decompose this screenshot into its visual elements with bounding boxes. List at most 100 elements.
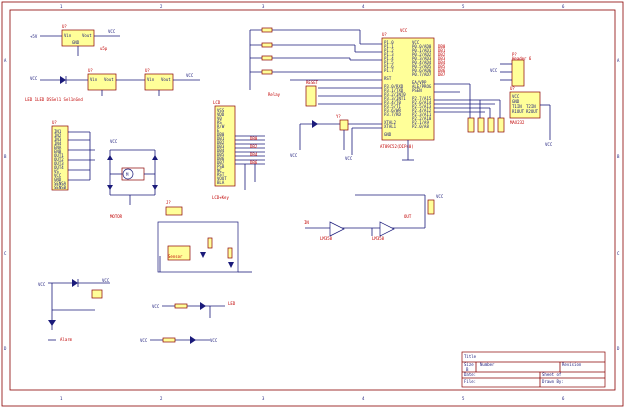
- lcd-pin-5: E: [217, 128, 220, 133]
- lcd-pin-11: DB5: [217, 152, 225, 157]
- max232-body: [509, 91, 541, 119]
- driver-pin-1: IN2: [54, 133, 62, 138]
- driver-pin-0: IN1: [54, 129, 62, 134]
- max232-pin-1: GND: [512, 99, 520, 104]
- mcu-rpin-12: P2.7/A15: [412, 96, 432, 101]
- reset-diode-icon: [312, 120, 318, 128]
- opamp-2-label: LM358: [372, 236, 385, 241]
- opamp-pot: [427, 199, 435, 215]
- row-marker-c-right: C: [617, 251, 620, 256]
- lcd-pin-16: RST: [217, 172, 225, 177]
- mcu-lpin-22: GND: [384, 132, 392, 137]
- mcu-rpin-2: P0.1/AD1: [412, 48, 432, 53]
- sensor-board: J? Sensor: [157, 200, 252, 273]
- input-resistors-caption: Relay: [268, 92, 281, 97]
- lcd-pin-0: VSS: [217, 108, 225, 113]
- opamp-section: LM358 LM358 IN OUT VCC: [304, 194, 444, 241]
- power-regulator-u3: U? Vin Vout VCC: [101, 68, 200, 96]
- mcu-lpin-3: P1.3: [384, 52, 394, 57]
- reset-xtal-circuit: RESET Y? VCC VCC: [290, 80, 382, 161]
- mcu-rpin-4: P0.3/AD3: [412, 56, 432, 61]
- alarm-vcc: VCC: [38, 282, 46, 287]
- number-label: Number: [480, 362, 495, 367]
- driver-pin-12: GND: [54, 177, 62, 182]
- mcu-lpin-14: P3.3/INT1: [384, 96, 406, 101]
- max232-pin-2: T1IN: [512, 104, 522, 109]
- sensor-caption: Sensor: [168, 254, 183, 259]
- led1-resistor: [174, 303, 188, 309]
- regulator-u3-pin-vout: Vout: [161, 77, 171, 82]
- mcu-vcc: VCC: [400, 28, 408, 33]
- sensor-resistor-2: [227, 247, 233, 259]
- xtal-vcc: VCC: [345, 156, 353, 161]
- title-label: Title: [464, 354, 477, 359]
- regulator-u1-out-label: VCC: [108, 29, 116, 34]
- regulator-u1-pin-vin: Vin: [64, 33, 72, 38]
- mcu-lpin-11: P3.0/RXD: [384, 84, 404, 89]
- row-marker-a-right: A: [617, 58, 620, 63]
- bridge-diode-2-icon: [152, 155, 158, 160]
- led1-icon: [200, 302, 206, 310]
- cap-c3: [487, 117, 495, 133]
- input-resistors: Relay: [249, 27, 360, 97]
- mcu-lpin-7: P1.7: [384, 68, 394, 73]
- sensor-resistor-1: [207, 237, 213, 249]
- led2-vcc: VCC: [140, 338, 148, 343]
- row-marker-b-right: B: [617, 154, 620, 159]
- mcu-rpin-1: P0.0/AD0: [412, 44, 432, 49]
- driver-pin-4: ENA: [54, 145, 62, 150]
- mcu-rpin-6: P0.5/AD5: [412, 64, 432, 69]
- lcd-pin-1: VDD: [217, 112, 225, 117]
- motor-vcc: VCC: [110, 139, 118, 144]
- driver-pin-8: OUT3: [54, 161, 64, 166]
- regulator-u1-ref: U?: [62, 24, 67, 29]
- col-marker-5-bottom: 5: [462, 396, 465, 401]
- regulator-u3-ref: U?: [145, 68, 150, 73]
- driver-pin-11: VCC: [54, 173, 62, 178]
- driver-pin-6: OUT1: [54, 153, 64, 158]
- mcu-rpin-10: ALE/PROG: [412, 84, 432, 89]
- size-value: B: [466, 367, 469, 372]
- title-block: Title Size B Number Revision Date: Sheet…: [461, 351, 606, 388]
- mcu-rpin-19: P2.0/A8: [412, 124, 429, 129]
- resistor-3: [261, 55, 273, 61]
- mcu-rpin-16: P2.3/A11: [412, 112, 432, 117]
- alarm-diode-icon: [72, 279, 78, 287]
- mcu-lpin-4: P1.4: [384, 56, 394, 61]
- drawn-label: Drawn By:: [542, 379, 564, 384]
- sensor-connector: [165, 206, 183, 216]
- regulator-u2-pin-vin: Vin: [90, 77, 98, 82]
- alarm-led-icon: [48, 320, 56, 326]
- regulator-u2-ref: U?: [88, 68, 93, 73]
- lcd-pin-3: RS: [217, 120, 222, 125]
- header-p1: P? Header 6 VCC: [490, 52, 532, 87]
- mcu-lpin-15: P3.4/T0: [384, 100, 401, 105]
- lcd-pin-18: BLA: [217, 180, 225, 185]
- mcu-rpin-15: P2.4/A12: [412, 108, 432, 113]
- opamp-out-caption: OUT: [404, 214, 412, 219]
- inner-frame: [9, 9, 616, 391]
- file-label: File:: [464, 379, 476, 384]
- buzzer-body: [91, 289, 103, 299]
- led-row-1: VCC LED: [152, 301, 236, 318]
- motor-label: M: [126, 172, 129, 177]
- column-markers: 1 2 3 4 5 6 1 2 3 4 5 6: [60, 4, 565, 401]
- max232-pin-4: T2IN: [526, 104, 536, 109]
- mcu-rpin-7: P0.6/AD6: [412, 68, 432, 73]
- col-marker-3-bottom: 3: [262, 396, 265, 401]
- mcu-lpin-1: P1.1: [384, 44, 394, 49]
- regulator-u1-note: u5p: [100, 46, 108, 51]
- lcd-pin-4: R/W: [217, 124, 225, 129]
- mcu-lpin-18: P3.7/RD: [384, 112, 401, 117]
- max232-pin-5: R2OUT: [526, 109, 539, 114]
- alarm-caption: Alarm: [60, 337, 73, 342]
- lcd-connector: LCD VSS VDD V0 RS R/W E DB0 DB1 DB2 DB3 …: [212, 100, 265, 200]
- regulator-u1-pin-gnd: GND: [72, 40, 80, 45]
- max232-pin-0: VCC: [512, 94, 520, 99]
- row-marker-a: A: [4, 58, 7, 63]
- col-marker-4: 4: [362, 4, 365, 9]
- driver-pin-13: SENSA: [54, 181, 67, 186]
- max232-ic: U? VCC GND T1IN R1OUT T2IN R2OUT MAX232 …: [467, 84, 553, 147]
